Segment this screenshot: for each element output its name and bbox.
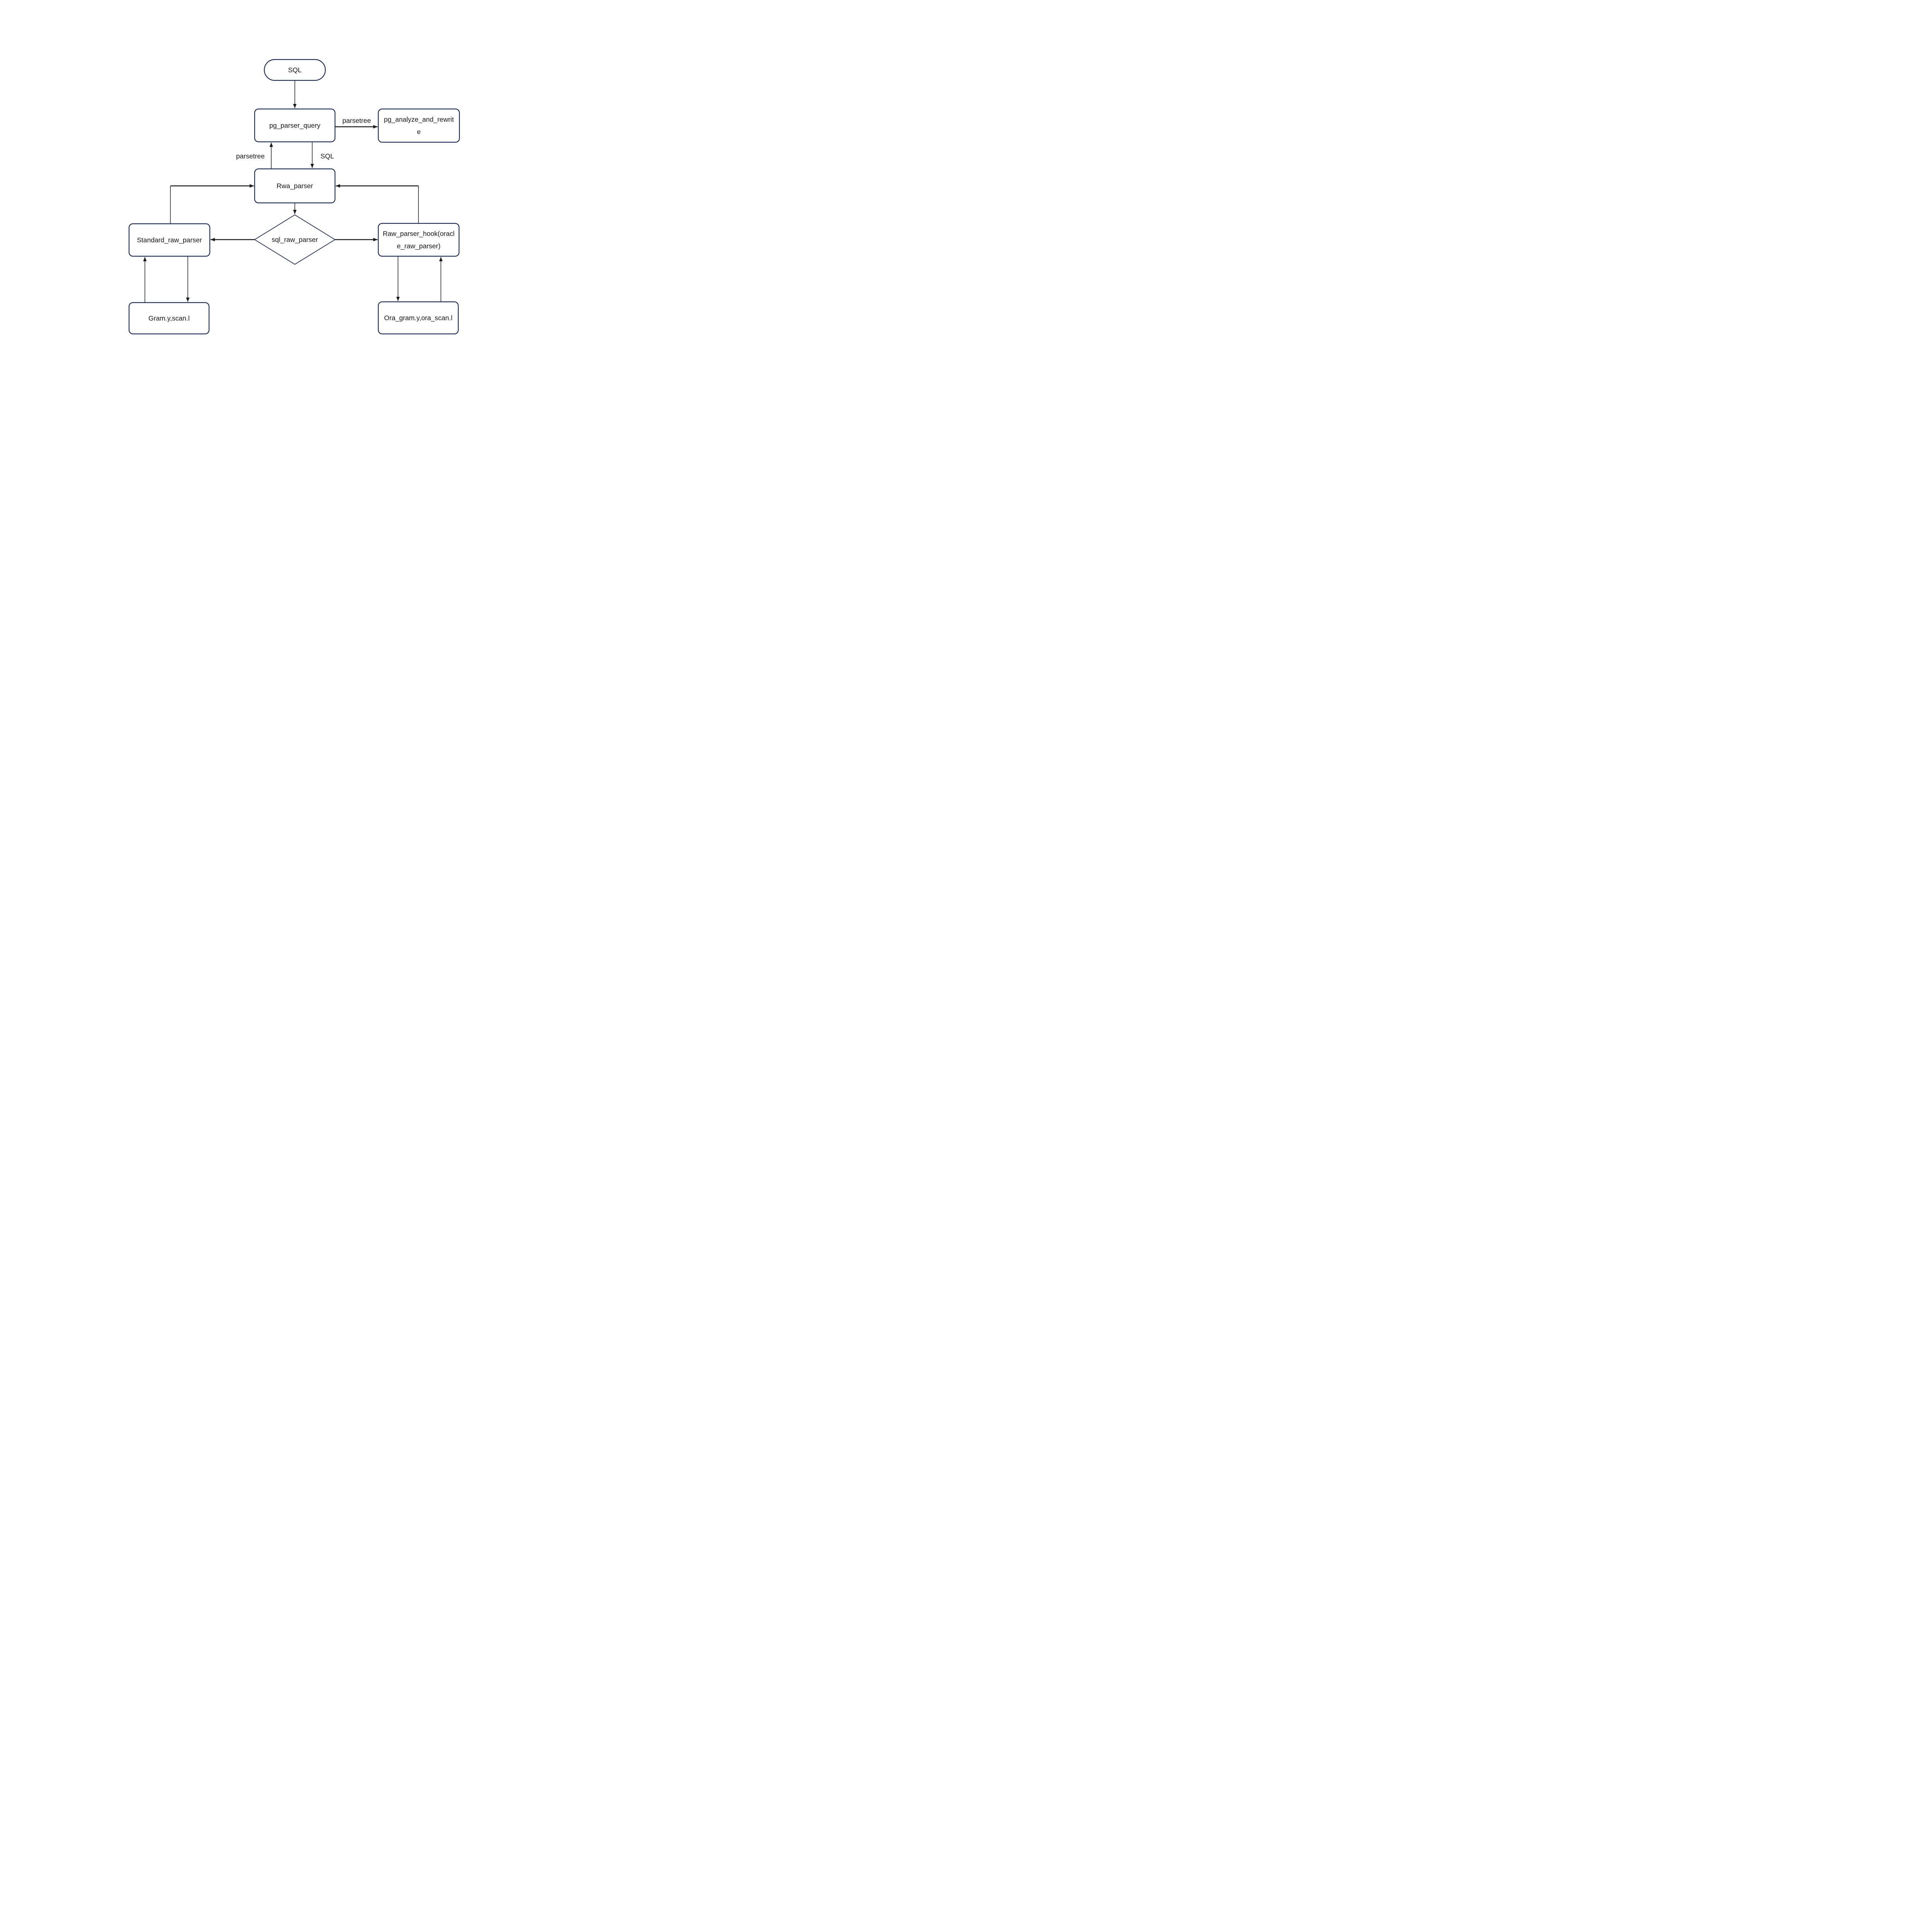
node-rwa-parser <box>254 168 336 204</box>
node-label-pg-parser-query: pg_parser_query <box>269 122 321 130</box>
node-raw-parser-hook <box>378 223 460 257</box>
node-sql-raw-parser <box>254 214 336 265</box>
node-pg-analyze-and-rewrite <box>378 108 460 143</box>
node-pg-parser-query <box>254 108 336 143</box>
node-gram-y-scan-l <box>128 302 210 335</box>
node-label-ora-gram-y-ora-scan-l: Ora_gram.y,ora_scan.l <box>384 314 452 322</box>
node-label-sql-start: SQL <box>288 66 301 74</box>
node-label-standard-raw-parser: Standard_raw_parser <box>137 236 202 244</box>
node-label-gram-y-scan-l: Gram.y,scan.l <box>148 315 190 322</box>
node-label-sql-raw-parser: sql_raw_parser <box>272 236 318 244</box>
node-sql-start <box>264 59 326 81</box>
edge-label-pg-parser-query-to-rwa-parser: SQL <box>320 152 334 160</box>
node-standard-raw-parser <box>128 223 211 257</box>
node-ora-gram-y-ora-scan-l <box>378 301 459 335</box>
edge-label-rwa-parser-to-pg-parser-query: parsetree <box>236 152 265 160</box>
node-label-rwa-parser: Rwa_parser <box>277 182 313 190</box>
edge-label-pg-parser-query-to-pg-analyze: parsetree <box>342 117 371 124</box>
